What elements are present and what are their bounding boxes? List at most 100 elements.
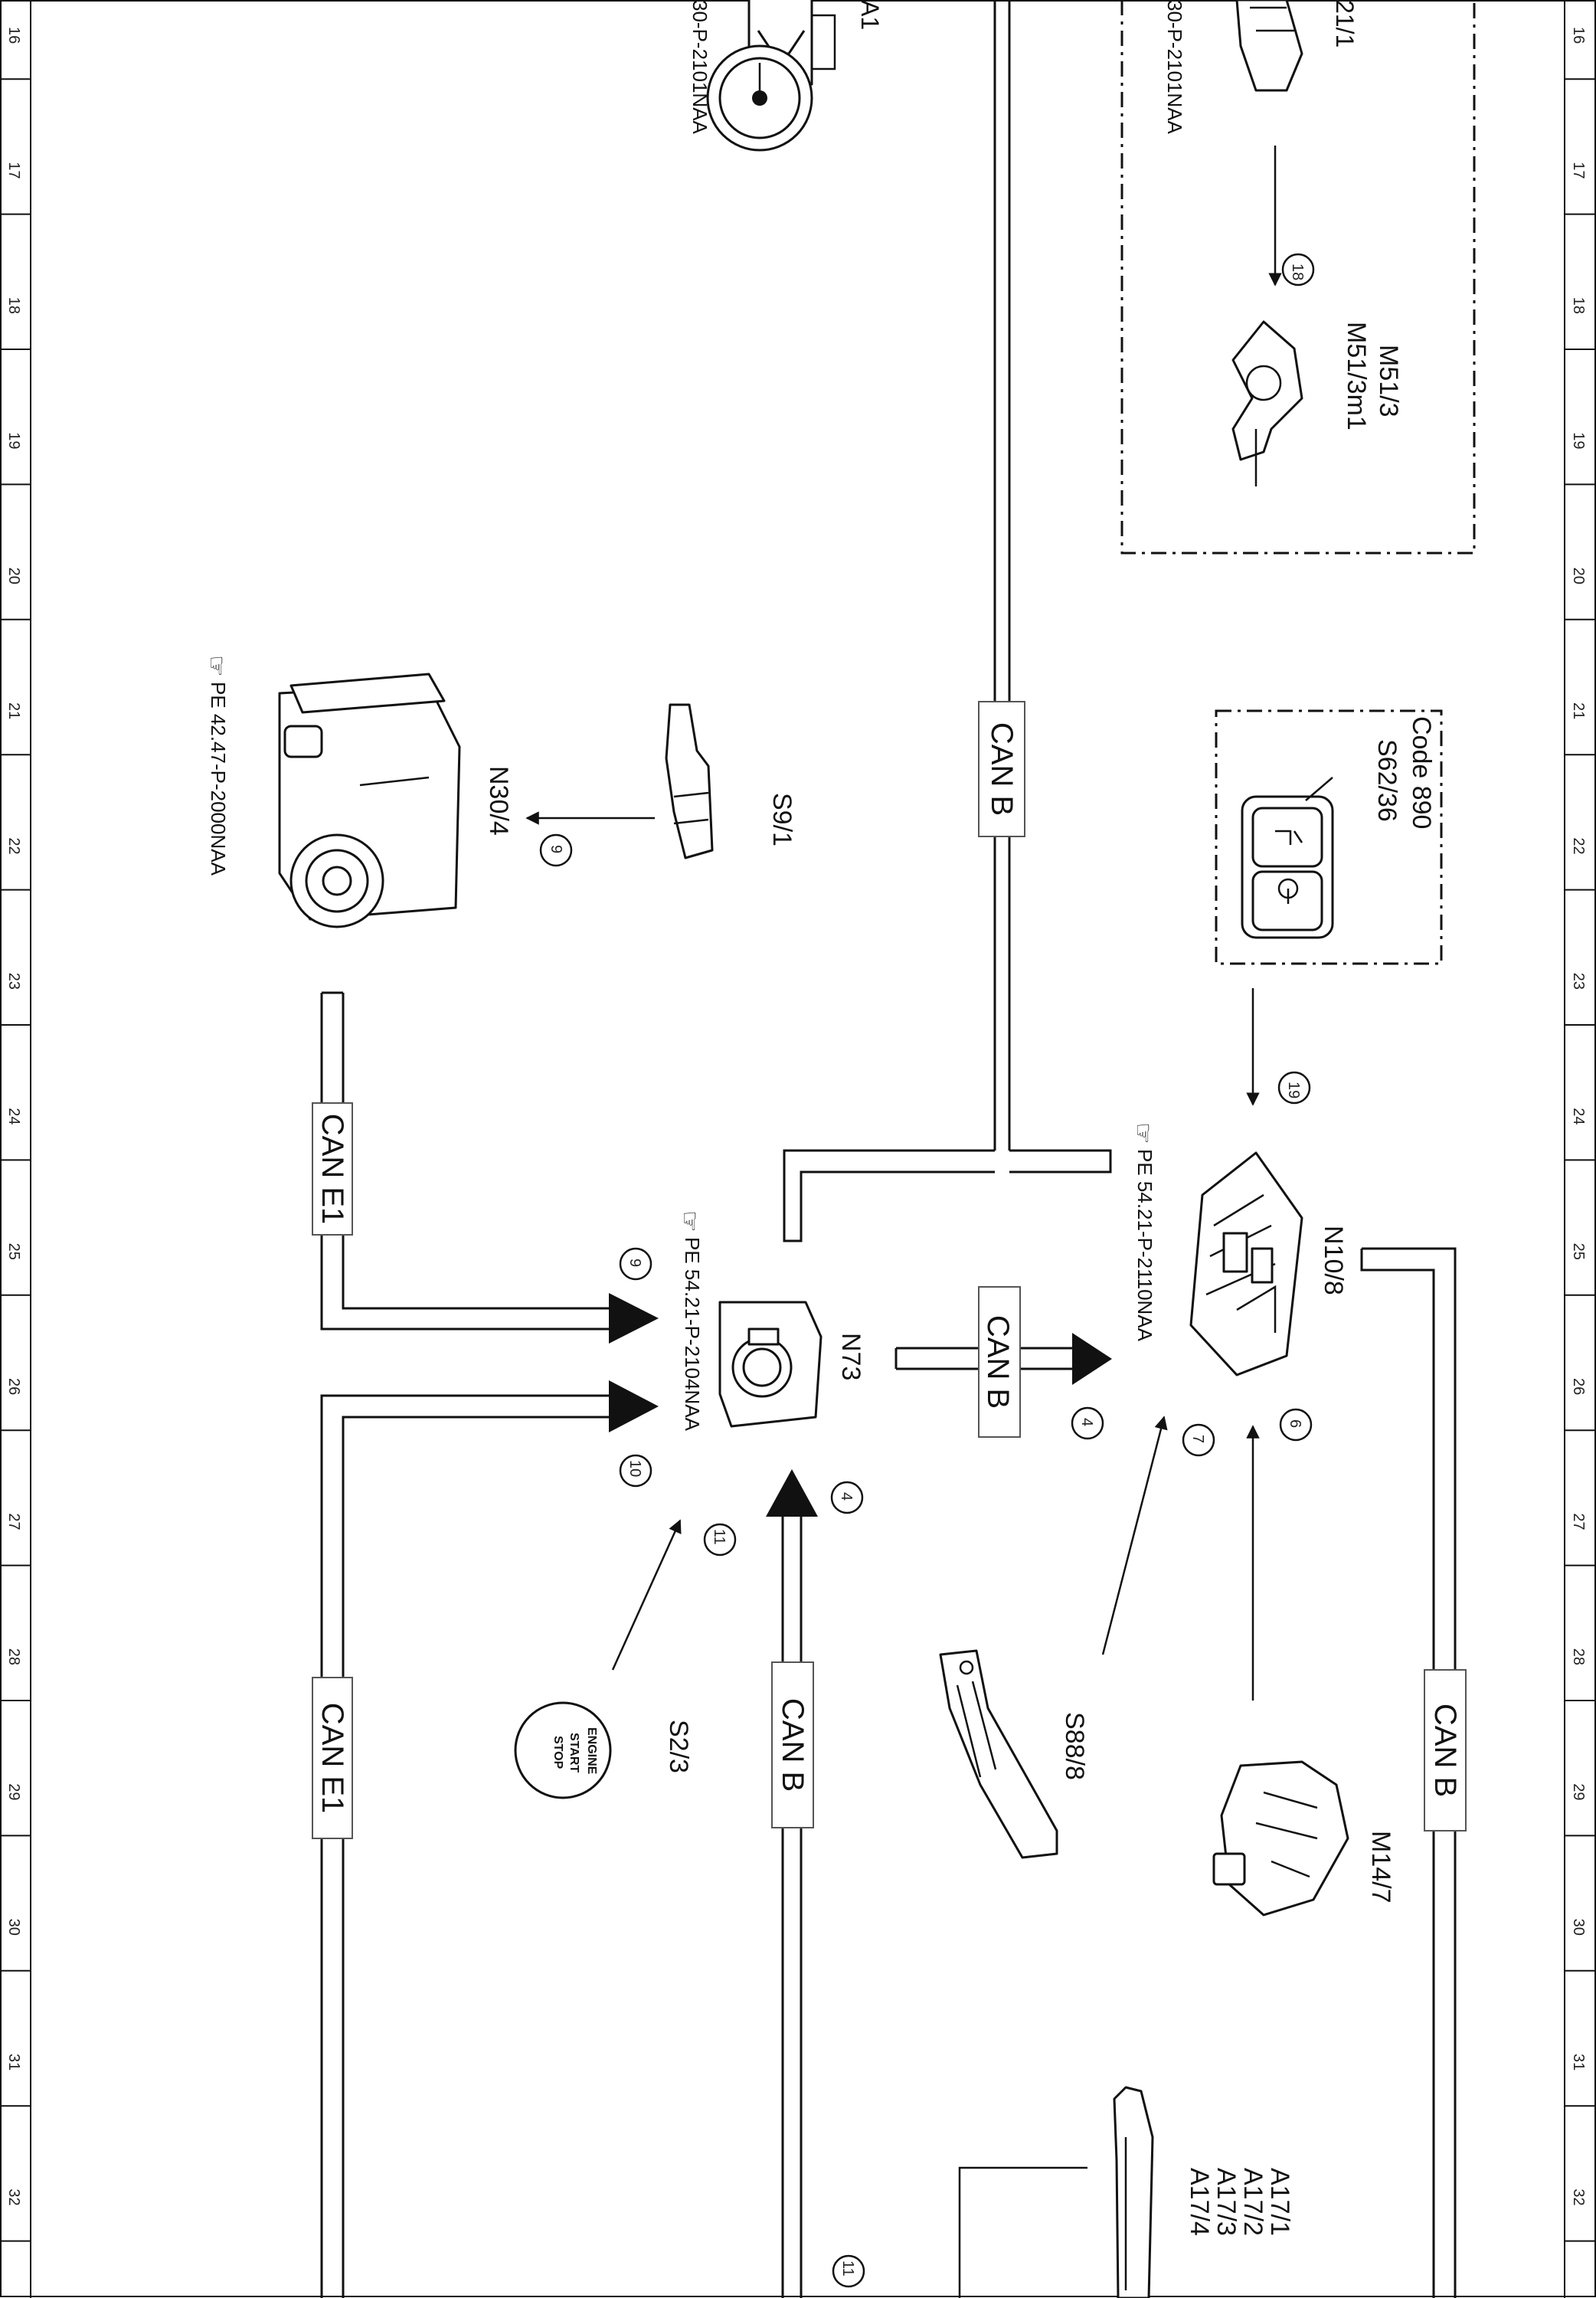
n73-code: N73: [836, 1333, 865, 1380]
a17-antenna-group: A17/1 A17/2 A17/3 A17/4: [1113, 2086, 1294, 2298]
a1-doc: 30-P-2101NAA: [688, 0, 711, 135]
n10-8-pe: PE 54.21-P-2110NAA: [1133, 1149, 1156, 1342]
ruler-number: 29: [1570, 1783, 1587, 1800]
m14-7-lock-motor: M14/7: [1212, 1425, 1395, 1917]
can-e1-bottom-bus: CAN E1: [312, 1380, 659, 2298]
s9-1-code: S9/1: [767, 793, 796, 846]
ruler-number: 24: [1570, 1108, 1587, 1124]
s2-3-btn-line-2: START: [567, 1733, 581, 1773]
n10-8-sam-unit: N10/8 ☞ PE 54.21-P-2110NAA 4 7 6: [1071, 1122, 1348, 1457]
ruler-number: 17: [1570, 162, 1587, 178]
s88-8-code: S88/8: [1060, 1712, 1089, 1780]
ruler-right: 16 17 18 19 20 21 22 23 24 25 26 27 28 29 30 31 32: [1565, 27, 1596, 2242]
a17-code-3: A17/3: [1212, 2168, 1241, 2236]
ruler-number: 18: [1570, 297, 1587, 314]
a17-code-4: A17/4: [1185, 2168, 1214, 2236]
s2-3-code: S2/3: [664, 1720, 693, 1773]
n30-4-callout: 9: [548, 845, 564, 853]
ruler-number: 20: [1570, 568, 1587, 584]
ruler-number: 20: [5, 568, 22, 584]
ruler-number: 30: [1570, 1919, 1587, 1936]
ruler-number: 29: [5, 1783, 22, 1800]
can-e1-bottom-label: CAN E1: [316, 1703, 349, 1814]
m51-actuator: 18 M51/3 M51/3m1: [1231, 146, 1403, 486]
can-b-mid-bus: CAN B: [894, 1286, 1112, 1438]
n73-callout-bottom: 10: [626, 1460, 643, 1477]
ruler-number: 19: [5, 432, 22, 449]
n73-ignition-switch-unit: N73 ☞ PE 54.21-P-2104NAA 9 10 4 11 11: [619, 1210, 865, 2288]
s9-1-stop-lamp-switch: S9/1 9: [525, 703, 796, 867]
ruler-number: 28: [5, 1648, 22, 1665]
ruler-number: 26: [5, 1378, 22, 1395]
a1-instrument-cluster: A1 30-P-2101NAA: [688, 0, 884, 152]
can-b-top-label: CAN B: [985, 722, 1019, 816]
s2-3-btn-line-3: STOP: [551, 1736, 564, 1769]
component-21-1-code: 21/1: [1331, 0, 1359, 47]
ruler-number: 21: [5, 702, 22, 719]
n73-callout-bottom-bus: 11: [839, 2260, 856, 2277]
ruler-number: 23: [5, 973, 22, 990]
s2-3-btn-line-1: ENGINE: [585, 1727, 598, 1775]
n73-callout-s23: 11: [711, 1529, 728, 1545]
n10-8-callout-canb: 4: [1078, 1418, 1095, 1426]
n30-4-code: N30/4: [484, 766, 513, 836]
ruler-number: 21: [1570, 702, 1587, 719]
can-b-bottom-bus: CAN B: [766, 1469, 818, 2298]
ruler-number: 16: [1570, 27, 1587, 44]
s62-36-switch: Code 890 S62/36 19: [1241, 716, 1436, 1106]
ruler-number: 22: [5, 837, 22, 854]
can-b-trunk: CAN B: [783, 0, 1112, 1242]
can-b-bottom-label: CAN B: [776, 1698, 809, 1792]
s2-3-start-stop-button: ENGINE START STOP S2/3: [514, 1519, 693, 1799]
can-b-mid-label: CAN B: [981, 1315, 1015, 1409]
ruler-number: 17: [5, 162, 22, 178]
n30-4-pe-glyph: ☞: [203, 655, 231, 677]
s62-36-callout: 19: [1285, 1082, 1302, 1098]
n10-8-code: N10/8: [1319, 1226, 1348, 1295]
ruler-number: 19: [1570, 432, 1587, 449]
optional-box-m51: [1120, 0, 1476, 555]
n73-pe: PE 54.21-P-2104NAA: [681, 1237, 704, 1432]
m51-code-2: M51/3m1: [1342, 322, 1371, 430]
ruler-left: 16 17 18 19 20 21 22 23 24 25 26 27 28 29 30 31 32: [0, 27, 31, 2242]
can-e1-left-bus: CAN E1: [312, 991, 659, 1344]
ruler-number: 30: [5, 1919, 22, 1936]
ruler-number: 31: [1570, 2054, 1587, 2070]
optional-box-code890: [1215, 709, 1443, 965]
a17-line: [958, 2166, 1087, 2298]
ruler-number: 22: [1570, 837, 1587, 854]
m51-code-1: M51/3: [1374, 345, 1403, 417]
n10-8-callout-s888: 7: [1189, 1435, 1206, 1443]
n73-callout-top: 9: [626, 1259, 643, 1267]
ruler-number: 28: [1570, 1648, 1587, 1665]
m14-7-code: M14/7: [1366, 1831, 1395, 1904]
ruler-number: 27: [5, 1513, 22, 1530]
n10-8-callout-m147: 6: [1287, 1419, 1303, 1428]
ruler-number: 18: [5, 297, 22, 314]
a1-code: A1: [856, 0, 884, 30]
n30-4-esp-unit: N30/4 ☞ PE 42.47-P-2000NAA: [203, 655, 513, 928]
ruler-number: 24: [5, 1108, 22, 1124]
ruler-number: 25: [5, 1243, 22, 1260]
ruler-number: 25: [1570, 1243, 1587, 1260]
component-21-1-doc: 30-P-2101NAA: [1163, 0, 1186, 135]
ruler-number: 27: [1570, 1513, 1587, 1530]
n73-pe-glyph: ☞: [676, 1210, 704, 1232]
ruler-number: 16: [5, 27, 22, 44]
m51-callout: 18: [1289, 264, 1306, 280]
ruler-number: 26: [1570, 1378, 1587, 1395]
n73-callout-right: 4: [838, 1492, 855, 1501]
ruler-number: 31: [5, 2054, 22, 2070]
ruler-number: 32: [1570, 2188, 1587, 2205]
s88-8-handle-switch: S88/8: [939, 1416, 1168, 1859]
n10-8-pe-glyph: ☞: [1130, 1122, 1157, 1144]
ruler-number: 23: [1570, 973, 1587, 990]
component-21-1: 21/1 30-P-2101NAA: [1163, 0, 1359, 135]
can-b-right-label: CAN B: [1428, 1704, 1462, 1797]
s62-36-code: S62/36: [1372, 739, 1401, 822]
s62-36-code-label: Code 890: [1407, 716, 1436, 829]
can-b-right-bus: CAN B: [1360, 1247, 1467, 2298]
a17-code-1: A17/1: [1265, 2168, 1294, 2236]
ruler-number: 32: [5, 2188, 22, 2205]
